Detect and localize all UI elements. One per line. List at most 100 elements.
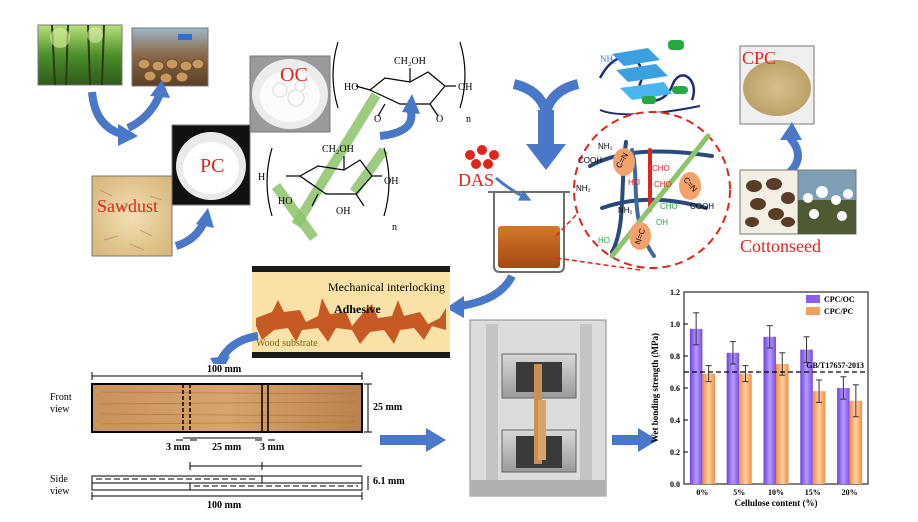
chem-ho-bottom: HO <box>278 196 293 207</box>
arrowhead-pc-icon <box>196 208 214 228</box>
chem-oh-top: OH <box>458 82 473 93</box>
cellulose-structure <box>266 147 390 217</box>
das-arrow-icon <box>495 176 532 201</box>
chem-ch2oh-top: CH₂OH <box>394 56 426 67</box>
pc-photo <box>171 124 251 206</box>
bar-cpc-pc <box>702 373 715 484</box>
reference-line-label: GB/T17657-2013 <box>806 361 864 370</box>
net-nh2-3: NH₂ <box>618 206 633 215</box>
dim-overlap: 25 mm <box>212 442 242 453</box>
y-axis-label: Wet bonding strength (MPa) <box>650 333 660 443</box>
net-ho-2: HO <box>598 236 610 245</box>
net-cho-3: CHO <box>660 202 678 211</box>
dim-length-bottom: 100 mm <box>207 500 242 511</box>
cottonseed-photo <box>739 169 799 235</box>
bar-cpc-oc <box>837 388 850 484</box>
sawdust-photo <box>91 175 173 257</box>
bar-cpc-pc <box>849 400 863 484</box>
oxidized-cellulose-structure <box>332 41 466 117</box>
cycle-arrowhead-up-icon <box>150 80 170 98</box>
adhesive-label: Adhesive <box>334 302 381 316</box>
x-tick-label: 0% <box>696 488 708 497</box>
oc-label: OC <box>280 64 308 86</box>
y-tick-label: 0.0 <box>670 480 680 489</box>
interlock-panel <box>252 266 450 358</box>
legend-label: CPC/PC <box>824 307 854 316</box>
cotton-field-photo <box>797 169 857 235</box>
arrowhead-cpc-icon <box>780 122 802 140</box>
net-cho-1: CHO <box>652 164 670 173</box>
dim-width: 25 mm <box>373 402 403 413</box>
beaker-icon <box>488 191 570 273</box>
front-dimension-lines <box>91 372 372 441</box>
bar-cpc-pc <box>812 391 826 484</box>
net-nh2-2: NH₂ <box>576 184 591 193</box>
chem-oh-bottom-a: OH <box>336 206 351 217</box>
zoom-connector <box>555 195 595 237</box>
cycle-arrowhead-icon <box>118 124 138 146</box>
specimen-front-view <box>91 383 363 433</box>
green-chain-highlight <box>271 183 319 241</box>
logs-photo <box>131 27 209 87</box>
dim-thickness: 6.1 mm <box>373 476 405 487</box>
cpc-photo <box>739 45 815 125</box>
specimen-side-view <box>91 462 369 500</box>
net-cooh-1: COOH <box>578 156 602 165</box>
protein-nh2-label: NH₂ <box>600 54 617 64</box>
y-tick-label: 1.0 <box>670 320 680 329</box>
cpc-label: CPC <box>742 48 777 68</box>
x-axis-label: Cellulose content (%) <box>735 498 818 508</box>
chem-h: H <box>258 172 266 183</box>
legend-swatch <box>806 307 820 315</box>
x-tick-label: 15% <box>805 488 821 497</box>
y-tick-label: 0.4 <box>670 416 680 425</box>
y-tick-label: 0.8 <box>670 352 680 361</box>
chem-oh-bottom-b: OH <box>384 176 399 187</box>
net-nh2-1: NH₂ <box>598 142 613 151</box>
das-molecules-icon <box>465 145 499 169</box>
forest-photo <box>37 24 123 86</box>
legend-label: CPC/OC <box>824 295 855 304</box>
chem-ch2oh-bottom: CH₂OH <box>322 144 354 155</box>
bar-cpc-oc <box>800 349 813 484</box>
legend-swatch <box>806 295 820 303</box>
green-chain-highlight <box>349 147 389 195</box>
interlock-title: Mechanical interlocking <box>328 280 445 294</box>
chem-o-top-a: O <box>374 114 382 125</box>
bar-cpc-oc <box>689 328 703 484</box>
net-cooh-2: COOH <box>690 202 714 211</box>
cottonseed-label: Cottonseed <box>740 236 821 256</box>
testing-machine-photo <box>469 319 607 497</box>
bar-cpc-oc <box>726 352 740 484</box>
y-tick-label: 0.6 <box>670 384 680 393</box>
arrowhead-oc-icon <box>402 94 420 114</box>
zoom-connector <box>555 257 641 271</box>
cycle-arrow-up-icon <box>126 92 164 132</box>
net-cho-2: CHO <box>654 180 672 189</box>
arrow-cotton-to-cpc-icon <box>786 135 802 175</box>
crosslink-bubbles <box>613 148 701 250</box>
das-label: DAS <box>458 170 495 190</box>
protein-ribbon <box>598 40 701 116</box>
y-tick-label: 1.2 <box>670 288 680 297</box>
chem-ho-top: HO <box>344 82 359 93</box>
chem-o-top-b: O <box>436 114 444 125</box>
bar-cpc-pc <box>776 364 789 484</box>
merge-arrow-icon <box>512 79 580 131</box>
pc-label: PC <box>200 155 225 177</box>
y-tick-label: 0.2 <box>670 448 680 457</box>
bar-cpc-pc <box>739 373 752 484</box>
net-ho-1: HO <box>628 178 640 187</box>
x-tick-label: 5% <box>733 488 745 497</box>
x-tick-label: 20% <box>842 488 858 497</box>
green-chain-highlight <box>291 92 381 228</box>
arrowhead-interlock-icon <box>446 296 464 318</box>
dim-length-total: 100 mm <box>207 364 242 375</box>
arrowhead-tester-icon <box>426 428 446 452</box>
merge-arrowhead-icon <box>526 144 566 170</box>
x-tick-label: 10% <box>768 488 784 497</box>
bar-cpc-oc <box>763 336 776 484</box>
